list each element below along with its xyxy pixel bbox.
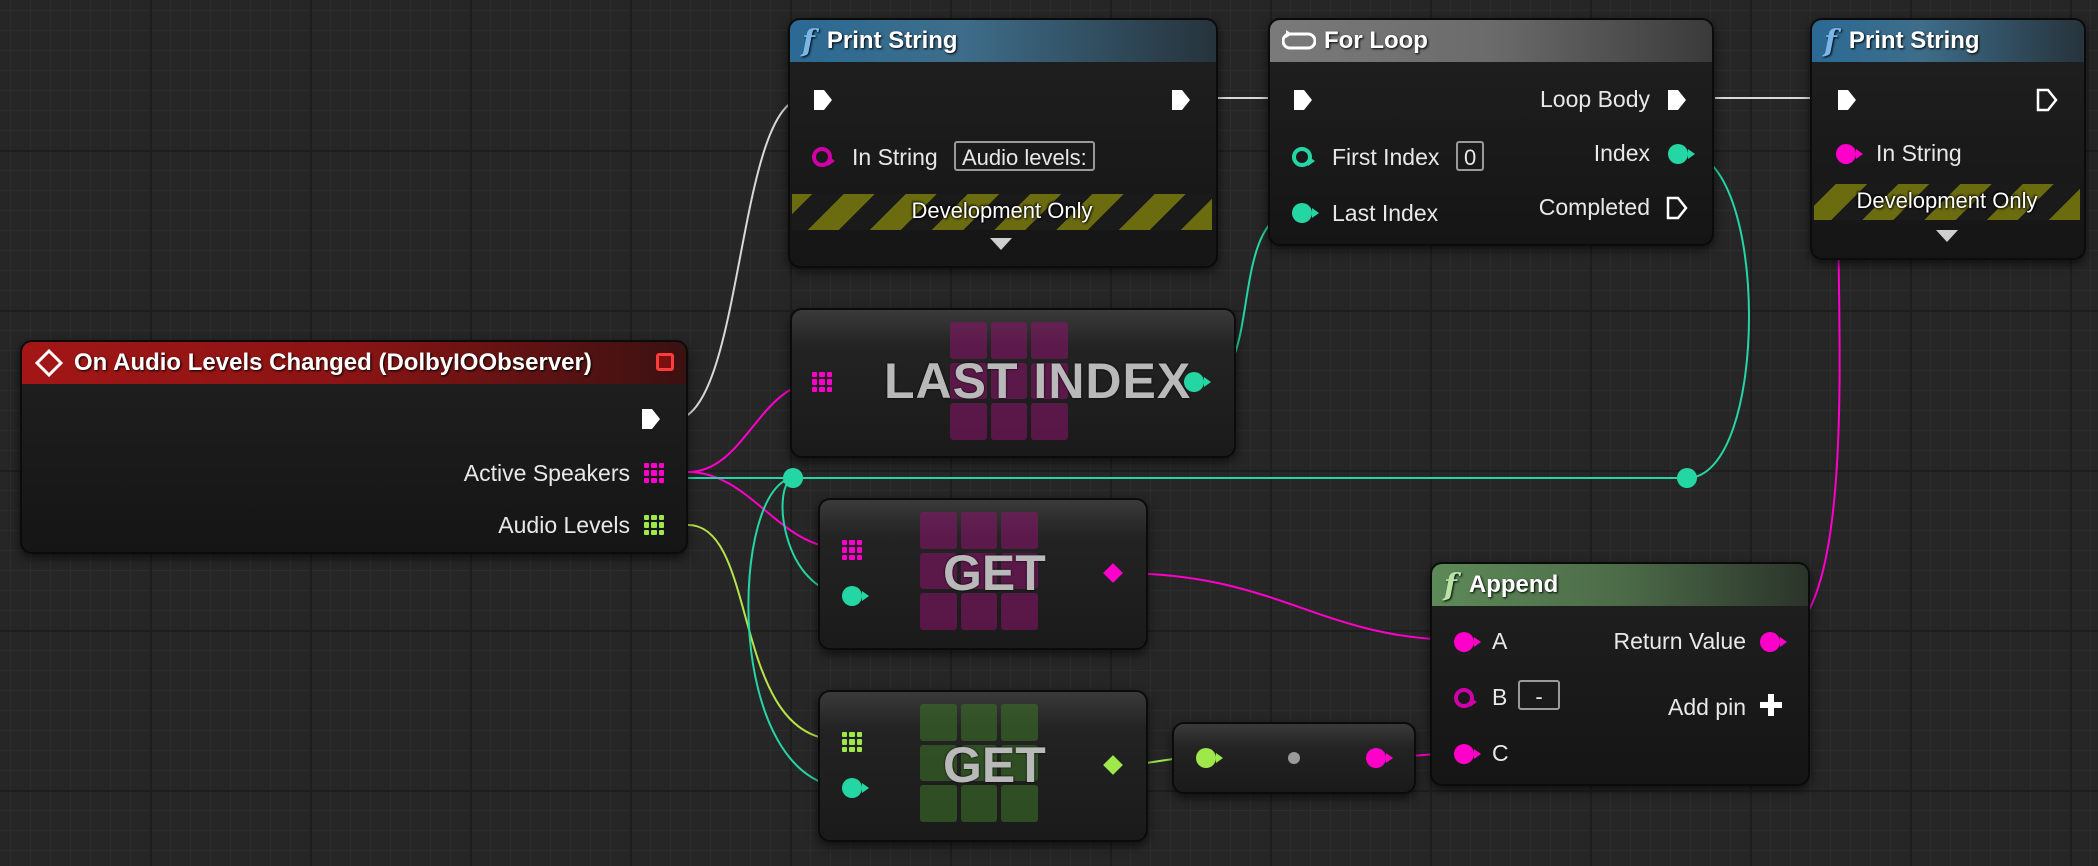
completed-pin[interactable] [1666,196,1688,220]
event-node-title: On Audio Levels Changed (DolbyIOObserver… [74,349,592,376]
function-icon: f [1824,23,1837,59]
completed-label: Completed [1538,194,1650,220]
append-b-label: B [1492,684,1508,710]
conversion-node[interactable] [1172,722,1416,794]
exec-in-pin[interactable] [812,88,834,112]
append-node[interactable]: f Append A B - C Return Value Add pin [1430,562,1810,786]
float-in-pin[interactable] [1196,748,1223,768]
dev-only-label: Development Only [1856,188,2038,213]
in-string-label: In String [852,144,938,170]
append-title: Append [1468,571,1559,598]
delegate-square-icon[interactable] [656,353,674,371]
append-a-label: A [1492,628,1508,654]
exec-out-pin[interactable] [640,407,662,431]
dev-only-label: Development Only [911,198,1093,223]
item-out-pin[interactable] [1103,755,1123,775]
first-index-value-field[interactable]: 0 [1456,141,1485,171]
dev-only-banner: Development Only [792,194,1212,230]
exec-out-pin[interactable] [2036,88,2058,112]
loop-body-pin[interactable] [1666,88,1688,112]
dev-only-banner: Development Only [1814,184,2080,220]
print-string-node-2[interactable]: f Print String In String Development Onl… [1810,18,2086,260]
get-2-title: GET [943,737,1046,793]
reroute-knot-left[interactable] [783,468,803,488]
exec-wire-event-to-print [672,97,806,421]
last-index-label: Last Index [1332,200,1439,226]
plus-icon[interactable] [1760,694,1782,716]
function-icon: f [1444,567,1457,603]
print-string-node-1[interactable]: f Print String In String Audio levels: D… [788,18,1218,268]
index-pin[interactable] [1668,144,1695,164]
array-in-pin[interactable] [812,372,832,392]
active-speakers-label: Active Speakers [463,460,630,486]
first-index-label: First Index [1332,144,1440,170]
return-value-label: Return Value [1613,628,1746,654]
loop-body-label: Loop Body [1540,86,1650,112]
append-b-pin[interactable] [1454,688,1477,708]
audio-levels-pin[interactable] [644,515,664,535]
for-loop-title: For Loop [1324,27,1428,54]
index-in-pin[interactable] [842,778,869,798]
first-index-pin[interactable] [1292,147,1315,167]
array-watermark-icon [920,512,1038,630]
function-icon: f [802,23,815,59]
expand-arrow-icon[interactable] [1936,230,1958,242]
append-a-pin[interactable] [1454,632,1481,652]
item-out-pin[interactable] [1103,563,1123,583]
array-in-pin[interactable] [842,540,862,560]
print-string-1-title: Print String [826,27,958,54]
append-b-value-field[interactable]: - [1518,680,1560,710]
for-loop-header[interactable]: For Loop [1270,20,1712,62]
print-string-2-header[interactable]: f Print String [1812,20,2084,62]
for-loop-node[interactable]: For Loop First Index 0 Last Index Loop B… [1268,18,1714,246]
append-c-pin[interactable] [1454,744,1481,764]
append-header[interactable]: f Append [1432,564,1808,606]
string-out-pin[interactable] [1366,748,1393,768]
exec-in-pin[interactable] [1292,88,1314,112]
index-in-pin[interactable] [842,586,869,606]
last-index-pin[interactable] [1292,203,1319,223]
in-string-label: In String [1876,140,1962,166]
get-1-title: GET [943,545,1046,601]
event-node-audio-levels-changed[interactable]: On Audio Levels Changed (DolbyIOObserver… [20,340,688,554]
index-label: Index [1593,140,1650,166]
in-string-pin[interactable] [1836,144,1863,164]
wire-get-to-append-a [1117,572,1463,641]
exec-in-pin[interactable] [1836,88,1858,112]
array-watermark-icon [920,704,1038,822]
expand-arrow-icon[interactable] [990,238,1012,250]
in-string-pin[interactable] [812,147,835,167]
event-diamond-icon [34,348,64,378]
append-c-label: C [1492,740,1509,766]
conversion-dot-icon [1288,752,1300,764]
last-index-title: LAST INDEX [884,353,1192,409]
last-index-out-pin[interactable] [1184,372,1211,392]
active-speakers-pin[interactable] [644,463,664,483]
array-in-pin[interactable] [842,732,862,752]
print-string-2-title: Print String [1848,27,1980,54]
event-node-header[interactable]: On Audio Levels Changed (DolbyIOObserver… [22,342,686,384]
get-node-1[interactable]: GET [818,498,1148,650]
get-node-2[interactable]: GET [818,690,1148,842]
loop-icon [1282,30,1316,50]
return-value-pin[interactable] [1760,632,1787,652]
add-pin-label: Add pin [1667,694,1746,720]
reroute-knot-right[interactable] [1677,468,1697,488]
last-index-node[interactable]: LAST INDEX [790,308,1236,458]
audio-levels-label: Audio Levels [498,512,630,538]
in-string-value-field[interactable]: Audio levels: [954,141,1095,171]
print-string-1-header[interactable]: f Print String [790,20,1216,62]
exec-out-pin[interactable] [1170,88,1192,112]
